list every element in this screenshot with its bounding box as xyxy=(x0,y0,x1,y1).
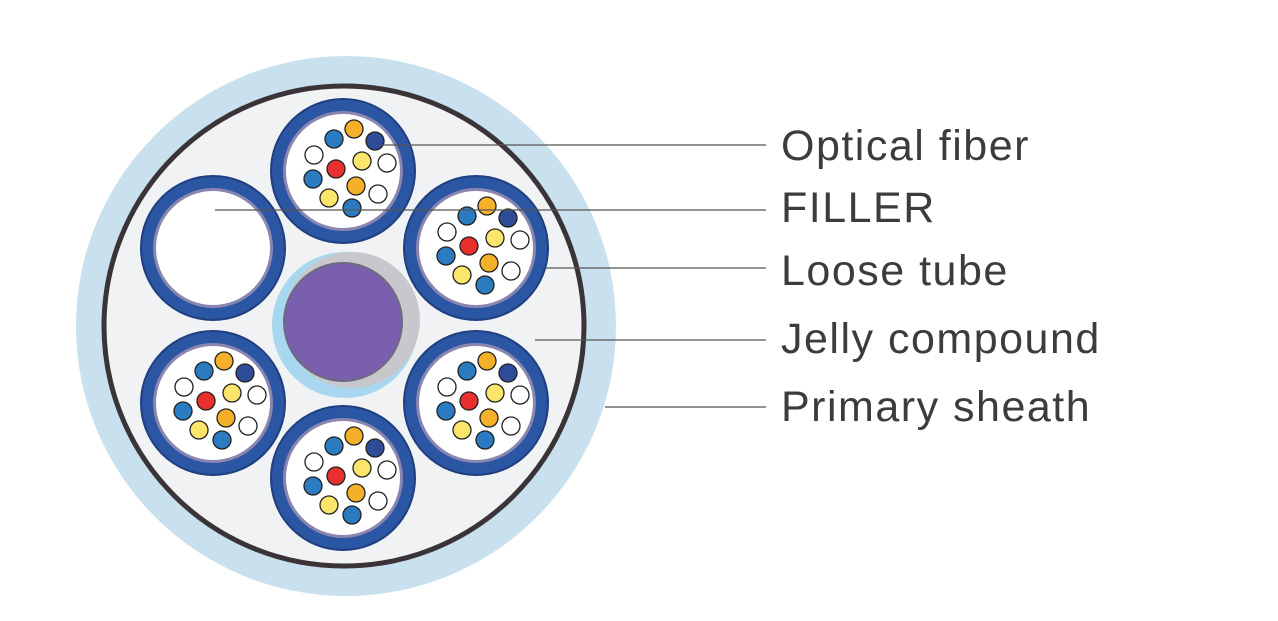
optical-fiber xyxy=(459,236,479,256)
optical-fiber xyxy=(498,208,518,228)
optical-fiber xyxy=(303,476,323,496)
optical-fiber xyxy=(498,363,518,383)
loose-tube xyxy=(270,98,416,244)
optical-fiber xyxy=(222,383,242,403)
label-jelly-compound: Jelly compound xyxy=(781,315,1101,363)
optical-fiber xyxy=(344,426,364,446)
optical-fiber xyxy=(352,458,372,478)
loose-tube xyxy=(140,330,286,476)
leader-lines xyxy=(215,144,766,408)
optical-fiber xyxy=(477,351,497,371)
optical-fiber xyxy=(510,385,530,405)
optical-fiber xyxy=(212,430,232,450)
optical-fiber xyxy=(303,169,323,189)
optical-fiber xyxy=(377,460,397,480)
optical-fiber xyxy=(368,184,388,204)
optical-fiber xyxy=(326,466,346,486)
tube-interior xyxy=(156,191,270,305)
optical-fiber xyxy=(377,153,397,173)
optical-fiber xyxy=(194,361,214,381)
optical-fiber xyxy=(319,495,339,515)
optical-fiber xyxy=(477,196,497,216)
central-strength-member xyxy=(272,252,420,398)
optical-fiber xyxy=(437,222,457,242)
optical-fiber xyxy=(368,491,388,511)
optical-fiber xyxy=(342,505,362,525)
optical-fiber xyxy=(452,420,472,440)
label-filler: FILLER xyxy=(781,184,936,232)
label-loose-tube: Loose tube xyxy=(781,247,1009,295)
optical-fiber xyxy=(346,176,366,196)
optical-fiber xyxy=(189,420,209,440)
label-primary-sheath: Primary sheath xyxy=(781,383,1091,431)
optical-fiber xyxy=(216,408,236,428)
optical-fiber xyxy=(457,361,477,381)
filler-tube xyxy=(140,175,286,321)
optical-fiber xyxy=(319,188,339,208)
optical-fiber xyxy=(459,391,479,411)
optical-fiber xyxy=(437,377,457,397)
loose-tube xyxy=(403,175,549,321)
optical-fiber xyxy=(510,230,530,250)
tube-group xyxy=(140,98,549,551)
loose-tube xyxy=(403,330,549,476)
optical-fiber xyxy=(326,159,346,179)
optical-fiber xyxy=(436,401,456,421)
optical-fiber xyxy=(457,206,477,226)
optical-fiber xyxy=(304,145,324,165)
optical-fiber xyxy=(485,383,505,403)
optical-fiber xyxy=(501,261,521,281)
optical-fiber xyxy=(342,198,362,218)
optical-fiber xyxy=(475,275,495,295)
optical-fiber xyxy=(436,246,456,266)
optical-fiber xyxy=(324,129,344,149)
optical-fiber xyxy=(485,228,505,248)
optical-fiber xyxy=(365,131,385,151)
optical-fiber xyxy=(479,408,499,428)
optical-fiber xyxy=(238,416,258,436)
optical-fiber xyxy=(352,151,372,171)
optical-fiber xyxy=(304,452,324,472)
optical-fiber xyxy=(247,385,267,405)
optical-fiber xyxy=(174,377,194,397)
optical-fiber xyxy=(479,253,499,273)
optical-fiber xyxy=(235,363,255,383)
optical-fiber xyxy=(501,416,521,436)
optical-fiber xyxy=(324,436,344,456)
optical-fiber xyxy=(196,391,216,411)
optical-fiber xyxy=(214,351,234,371)
optical-fiber xyxy=(475,430,495,450)
strength-member-core xyxy=(283,262,403,382)
optical-fiber xyxy=(452,265,472,285)
label-optical-fiber: Optical fiber xyxy=(781,122,1030,170)
optical-fiber xyxy=(344,119,364,139)
optical-fiber xyxy=(346,483,366,503)
loose-tube xyxy=(270,405,416,551)
optical-fiber xyxy=(173,401,193,421)
optical-fiber xyxy=(365,438,385,458)
